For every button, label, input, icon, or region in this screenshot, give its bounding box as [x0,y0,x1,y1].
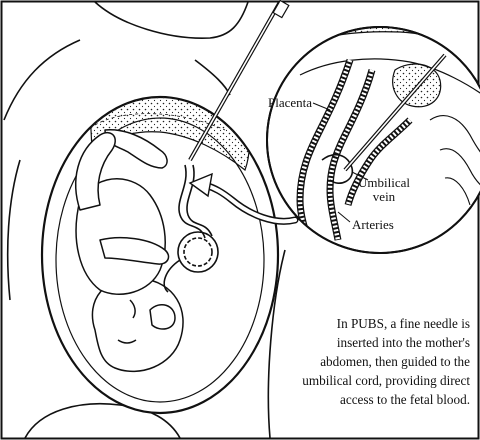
label-placenta: Placenta [268,95,313,110]
maternal-contours [3,1,286,439]
label-umbilical-vein-line2: vein [372,189,396,205]
caption-line: umbilical cord, providing direct [302,373,470,388]
fetus [75,129,184,373]
caption-line: abdomen, then guided to the [320,354,470,369]
label-umbilical-vein-line1: Umbilical [358,175,410,190]
caption-line: inserted into the mother's [336,335,470,350]
caption: In PUBS, a fine needle is inserted into … [288,314,470,409]
label-umbilical-vein: Umbilical vein [358,175,410,205]
needle [188,0,290,161]
label-arteries: Arteries [352,217,394,232]
leader-lines [312,102,369,223]
umbilical-cord [163,164,219,293]
caption-line: access to the fetal blood. [340,392,470,407]
caption-line: In PUBS, a fine needle is [336,316,470,331]
